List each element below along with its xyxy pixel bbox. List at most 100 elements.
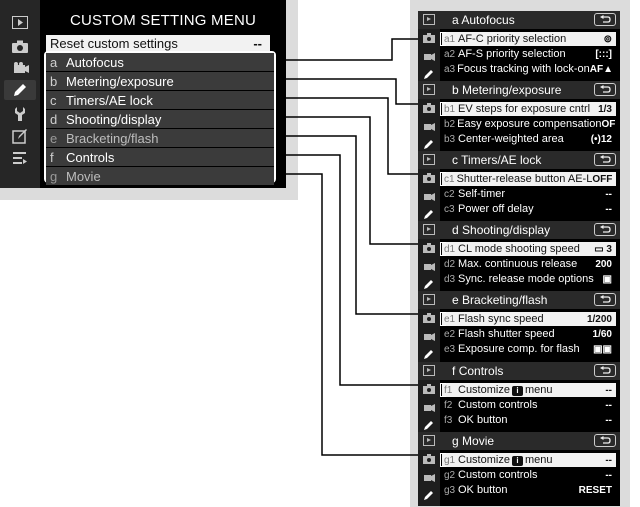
- group-metering-exposure[interactable]: b Metering/exposure: [46, 72, 274, 90]
- row-label-wrap: Custom controls: [456, 469, 605, 481]
- wrench-icon[interactable]: [8, 104, 32, 124]
- row-value: AF▲: [589, 63, 614, 75]
- row-code: c2: [444, 188, 455, 200]
- back-button[interactable]: [594, 364, 616, 377]
- row-label-wrap: OK button: [456, 484, 579, 496]
- camera-icon: [423, 173, 435, 183]
- camera-icon: [423, 243, 435, 253]
- panel-title-bar: e Bracketing/flash: [418, 291, 620, 309]
- row-label-wrap: Flash shutter speed: [456, 328, 593, 340]
- playback-icon[interactable]: [8, 12, 32, 32]
- row-label: CL mode shooting speed: [458, 243, 580, 255]
- group-timers-ae-lock[interactable]: c Timers/AE lock: [46, 91, 274, 109]
- my-menu-icon[interactable]: [8, 148, 32, 168]
- row-value: --: [605, 188, 612, 200]
- row-label: Custom controls: [458, 399, 538, 411]
- back-button[interactable]: [594, 13, 616, 26]
- row-label-wrap: Flash sync speed: [456, 313, 587, 325]
- playback-icon: [423, 435, 435, 446]
- back-button[interactable]: [594, 293, 616, 306]
- panel-title-bar: d Shooting/display: [418, 221, 620, 239]
- group-label: Shooting/display: [66, 111, 162, 127]
- row-code: f1: [444, 384, 453, 396]
- group-label: Movie: [66, 168, 101, 184]
- row-value: 1/200: [586, 313, 612, 325]
- row-code: f2: [444, 399, 453, 411]
- back-button[interactable]: [594, 434, 616, 447]
- row-label-wrap: Custom controls: [456, 399, 605, 411]
- retouch-icon[interactable]: [8, 126, 32, 146]
- row-label: Flash sync speed: [458, 313, 544, 325]
- row-label: Focus tracking with lock-on: [457, 63, 590, 75]
- back-arrow-icon: [600, 366, 611, 374]
- back-button[interactable]: [594, 223, 616, 236]
- panel-title: a Autofocus: [452, 13, 515, 27]
- row-code: c1: [444, 173, 455, 185]
- selection-bracket: [440, 453, 446, 467]
- pencil-icon: [424, 280, 433, 289]
- row-label-wrap: CL mode shooting speed: [456, 243, 594, 255]
- row-code: e3: [444, 343, 456, 355]
- group-label: Timers/AE lock: [66, 92, 153, 108]
- group-letter: d: [50, 111, 58, 127]
- panel-sidebar: [418, 239, 440, 295]
- group-movie[interactable]: g Movie: [46, 167, 274, 185]
- movie-icon: [424, 404, 435, 412]
- back-button[interactable]: [594, 153, 616, 166]
- group-autofocus[interactable]: a Autofocus: [46, 53, 274, 71]
- row-code: a2: [444, 48, 456, 60]
- connector-g: [276, 173, 440, 456]
- group-controls[interactable]: f Controls: [46, 148, 274, 166]
- row-value: --: [605, 203, 612, 215]
- custom-setting-menu-screen: CUSTOM SETTING MENU Reset custom setting…: [0, 0, 286, 188]
- group-letter: e: [50, 130, 58, 146]
- panel-title: b Metering/exposure: [452, 83, 561, 97]
- row-label-wrap: Center-weighted area: [456, 133, 591, 145]
- group-bracketing-flash[interactable]: e Bracketing/flash: [46, 129, 274, 147]
- row-label: OK button: [458, 484, 508, 496]
- camera-icon[interactable]: [8, 36, 32, 56]
- row-code: b2: [444, 118, 456, 130]
- panel-title: e Bracketing/flash: [452, 293, 547, 307]
- reset-custom-settings-item[interactable]: Reset custom settings --: [46, 35, 270, 52]
- row-code: g3: [444, 484, 456, 496]
- row-code: d3: [444, 273, 456, 285]
- connector-c: [276, 97, 440, 175]
- row-value: 1/3: [598, 103, 612, 115]
- row-code: a3: [444, 63, 456, 75]
- pencil-icon: [424, 140, 433, 149]
- row-label-suffix: menu: [524, 384, 553, 396]
- pencil-icon: [424, 70, 433, 79]
- back-button[interactable]: [594, 83, 616, 96]
- pencil-icon[interactable]: [4, 80, 36, 100]
- playback-icon: [423, 14, 435, 25]
- group-shooting-display[interactable]: d Shooting/display: [46, 110, 274, 128]
- movie-icon[interactable]: [8, 58, 32, 78]
- row-label: OK button: [458, 414, 508, 426]
